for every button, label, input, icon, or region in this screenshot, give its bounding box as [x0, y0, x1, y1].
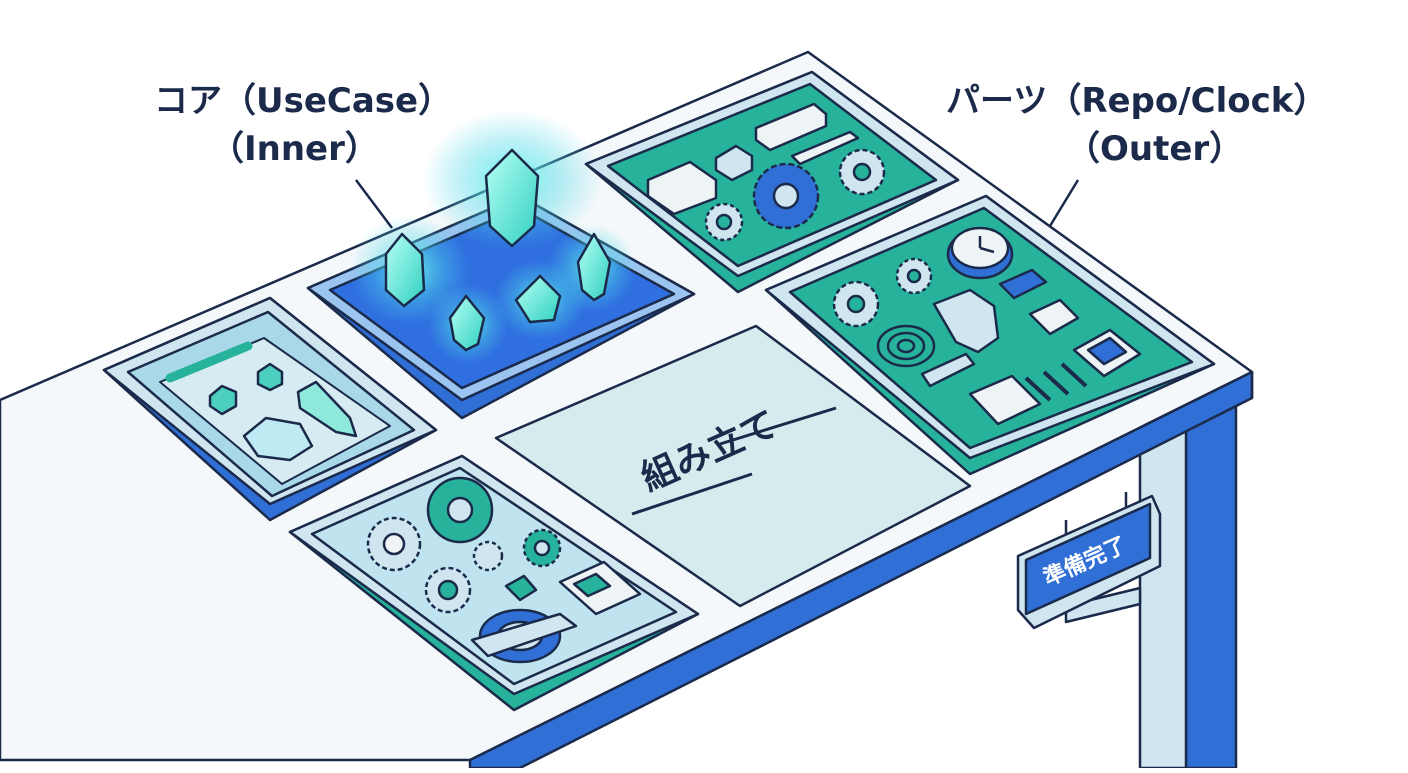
gear-icon [895, 257, 933, 295]
tray-core [306, 110, 696, 420]
gear-icon [424, 566, 472, 614]
tray-parts-bottom [288, 454, 700, 712]
table-leg-right [1184, 402, 1238, 770]
table-leg-right-inner [1138, 416, 1188, 770]
clock-icon [946, 226, 1014, 280]
crystal-icon [448, 294, 486, 352]
tray-parts-top [584, 70, 960, 294]
crystal-icon [296, 380, 358, 438]
crystal-icon [242, 416, 314, 462]
crank-icon [470, 608, 578, 664]
parts-subtitle: （Outer） [1066, 129, 1244, 169]
chip-icon [998, 268, 1048, 300]
lock-icon [714, 144, 754, 182]
gear-icon [426, 476, 494, 544]
crystal-icon [484, 148, 540, 248]
gear-icon [366, 516, 422, 572]
core-subtitle: （Inner） [210, 129, 379, 169]
handheld-console-icon [558, 560, 642, 616]
status-sign: 準備完了 [1016, 492, 1162, 630]
assembly-underline-bottom [631, 472, 753, 516]
assembly-zone [494, 324, 972, 608]
tray-parts-right [764, 194, 1216, 476]
parts-title: パーツ（Repo/Clock） [946, 81, 1328, 121]
gear-icon [752, 162, 820, 230]
chip-icon [1072, 328, 1142, 378]
parts-leader-line [1048, 179, 1080, 227]
crystal-icon [514, 274, 562, 324]
gear-icon [838, 148, 886, 196]
gear-icon [472, 540, 504, 572]
core-leader-line [355, 179, 393, 229]
tray-left [102, 296, 438, 522]
table-edge-front [468, 370, 1254, 770]
crystal-icon [384, 232, 426, 308]
crystal-icon [208, 384, 238, 416]
crystal-icon [576, 232, 612, 302]
assembly-underline-top [719, 406, 837, 446]
folder-icon [646, 160, 718, 216]
gear-icon [704, 202, 744, 242]
core-title: コア（UseCase） [154, 81, 453, 121]
crystal-icon [256, 362, 284, 392]
table-leg-brace [1064, 586, 1142, 624]
spring-icon [876, 324, 936, 368]
gear-icon [522, 528, 562, 568]
gear-icon [832, 280, 880, 328]
